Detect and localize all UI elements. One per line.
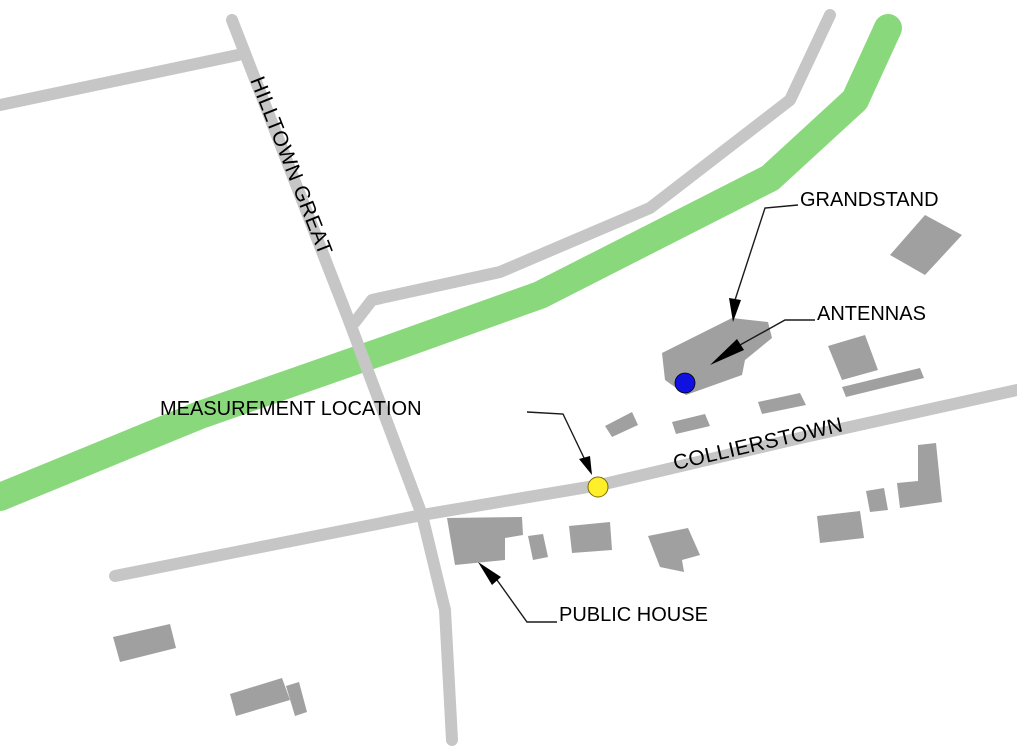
public-house-label: PUBLIC HOUSE (559, 604, 708, 626)
measurement-arrowhead (579, 456, 592, 475)
grandstand-leader (734, 204, 799, 301)
building (866, 488, 888, 512)
building (648, 528, 700, 572)
building (817, 511, 864, 543)
street-label-hilltown-great: HILLTOWN GREAT (245, 73, 336, 258)
river (0, 14, 902, 511)
measurement-marker[interactable] (587, 476, 609, 498)
public-house-leader (496, 579, 557, 623)
grandstand-label: GRANDSTAND (800, 189, 939, 211)
building (230, 678, 290, 716)
road-north-east (349, 9, 836, 328)
building (897, 443, 942, 508)
public-house-building (447, 517, 523, 565)
building (286, 682, 307, 716)
measurement-leader (526, 411, 586, 461)
measurement-location-label: MEASUREMENT LOCATION (160, 398, 422, 420)
antenna-marker[interactable] (674, 372, 696, 394)
building (758, 393, 806, 414)
building (569, 522, 612, 553)
antennas-arrowhead (710, 339, 744, 365)
building (890, 215, 962, 275)
building (842, 368, 924, 397)
public-house-arrowhead (478, 562, 501, 585)
antennas-leader (739, 319, 815, 346)
grandstand-arrowhead (729, 298, 741, 322)
building (828, 335, 878, 380)
buildings (113, 215, 962, 716)
antennas-label: ANTENNAS (817, 303, 926, 325)
building (605, 412, 638, 437)
building (113, 624, 176, 662)
building (528, 534, 548, 560)
building (672, 414, 710, 434)
road-north-west (0, 49, 244, 111)
